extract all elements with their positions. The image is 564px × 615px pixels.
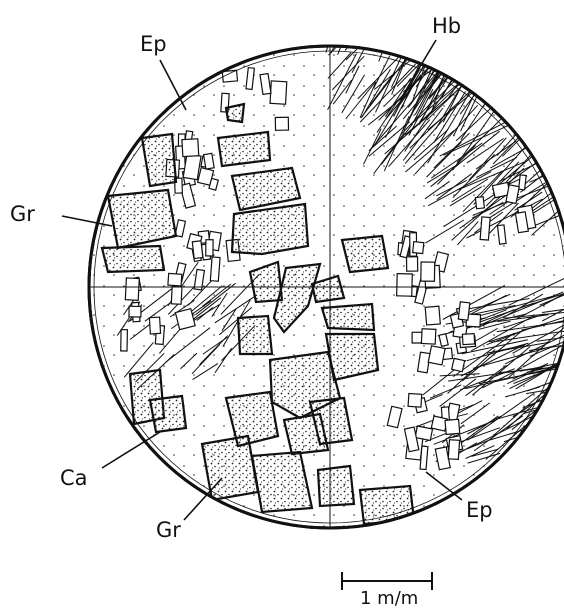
garnet-grain [238, 316, 272, 354]
epidote-crystal [129, 306, 141, 317]
label-epidote-bottom: Ep [466, 500, 493, 521]
epidote-crystal [171, 286, 182, 304]
hornblende-fiber [404, 0, 428, 43]
hornblende-fiber [389, 16, 410, 48]
garnet-grain [150, 396, 186, 432]
hornblende-fiber [390, 0, 413, 47]
epidote-crystal [421, 262, 435, 281]
epidote-crystal [275, 117, 288, 130]
epidote-crystal [192, 241, 203, 259]
epidote-crystal [397, 274, 413, 297]
epidote-crystal [428, 346, 445, 365]
epidote-crystal [452, 358, 465, 371]
garnet-grain [252, 452, 312, 512]
garnet-grain [102, 246, 164, 272]
epidote-crystal [462, 334, 474, 345]
epidote-crystal [421, 329, 436, 344]
label-calcite: Ca [60, 468, 88, 489]
epidote-crystal [204, 153, 215, 169]
epidote-crystal [210, 257, 220, 281]
epidote-crystal [121, 330, 128, 351]
epidote-crystal [425, 306, 440, 325]
epidote-crystal [175, 309, 195, 330]
epidote-crystal [415, 426, 432, 440]
garnet-grain [218, 132, 270, 166]
garnet-grain [318, 466, 354, 506]
epidote-crystal [183, 154, 201, 180]
epidote-crystal [206, 240, 213, 256]
epidote-crystal [448, 440, 459, 460]
epidote-crystal [498, 225, 507, 244]
epidote-crystal [480, 217, 490, 240]
label-hornblende: Hb [432, 16, 461, 37]
garnet-grain [342, 236, 388, 272]
epidote-crystal [413, 242, 424, 254]
epidote-crystal [445, 419, 460, 434]
garnet-grain [226, 104, 244, 122]
epidote-crystal [168, 273, 182, 286]
epidote-crystal [149, 317, 160, 334]
epidote-crystal [125, 278, 139, 300]
epidote-crystal [407, 257, 418, 271]
epidote-crystal [182, 139, 199, 157]
epidote-crystal [519, 175, 527, 190]
epidote-crystal [408, 394, 422, 408]
garnet-grain [360, 486, 414, 524]
epidote-crystal [458, 302, 470, 320]
epidote-crystal [475, 197, 484, 209]
epidote-crystal [270, 81, 287, 104]
label-garnet-left: Gr [10, 204, 35, 225]
label-epidote-top: Ep [140, 34, 167, 55]
epidote-crystal [420, 446, 428, 469]
hornblende-fiber [405, 27, 424, 62]
label-garnet-bottom: Gr [156, 520, 181, 541]
scale-bar-label: 1 m/m [360, 590, 418, 608]
